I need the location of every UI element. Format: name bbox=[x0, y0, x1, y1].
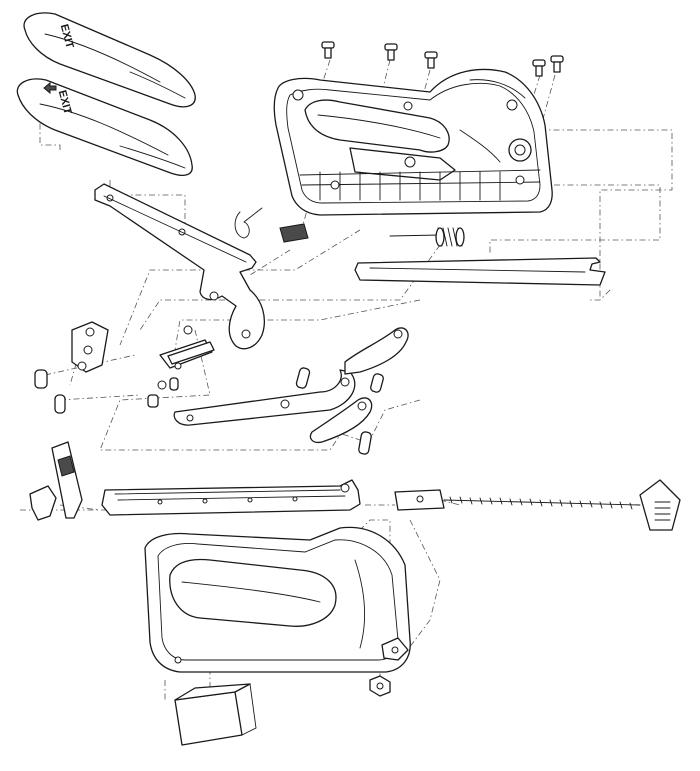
bracket-left bbox=[71, 321, 109, 373]
link-plate-upper bbox=[344, 327, 409, 375]
screw-3 bbox=[424, 51, 438, 69]
screw-2 bbox=[384, 43, 398, 61]
staple-blade bbox=[51, 441, 83, 519]
trigger-cover-lower: EXIT bbox=[16, 78, 193, 176]
screw-4 bbox=[532, 59, 546, 77]
main-lever-arm bbox=[94, 183, 265, 350]
driver-arm-lower bbox=[173, 369, 356, 426]
screw-1 bbox=[321, 41, 335, 59]
exit-arrow-icon bbox=[43, 81, 57, 95]
latch-block bbox=[147, 325, 215, 408]
staple-clip bbox=[29, 485, 57, 521]
coil-spring bbox=[389, 227, 465, 247]
spring-guide-strip bbox=[354, 257, 606, 286]
pins-center bbox=[295, 367, 384, 455]
trigger-cover-upper: EXIT bbox=[23, 12, 196, 108]
magazine-track bbox=[101, 479, 361, 516]
rubber-bumper bbox=[279, 223, 309, 243]
hex-nut bbox=[369, 675, 391, 697]
link-plate-lower bbox=[309, 397, 373, 444]
housing-screws bbox=[321, 41, 564, 77]
screw-5 bbox=[550, 55, 564, 73]
right-housing-half bbox=[273, 68, 553, 216]
pusher-rod-assembly bbox=[394, 479, 681, 531]
bottom-guard bbox=[174, 683, 257, 746]
left-housing-half bbox=[144, 526, 411, 673]
torsion-spring-small bbox=[234, 207, 263, 239]
pins-left bbox=[34, 369, 66, 414]
